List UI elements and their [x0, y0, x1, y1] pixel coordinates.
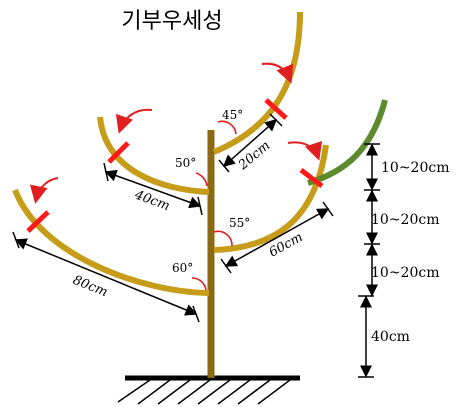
- new-shoot-green: [307, 99, 388, 186]
- scale-seg4: 40cm: [371, 329, 410, 345]
- scale-seg3: 10~20cm: [371, 265, 439, 281]
- scale-seg1: 10~20cm: [381, 160, 449, 176]
- angle-upper-left: 50°: [175, 156, 196, 170]
- branch-lower-left: [12, 188, 210, 296]
- scale-seg2: 10~20cm: [371, 212, 439, 228]
- pruning-cut-mark-icon: [26, 98, 324, 233]
- angle-lower-left: 60°: [172, 261, 193, 275]
- branch-top: [212, 11, 303, 155]
- length-lower-left: 80cm: [71, 273, 110, 300]
- angle-top: 45°: [222, 108, 243, 122]
- length-arrows: [12, 113, 334, 323]
- angle-right: 55°: [229, 216, 250, 230]
- ground-hatch-icon: [117, 375, 300, 405]
- length-top: 20cm: [235, 138, 273, 173]
- vertical-scale: [358, 143, 380, 378]
- bend-down-arrow-icon: [29, 62, 323, 204]
- length-upper-left: 40cm: [132, 187, 172, 214]
- diagram-title: 기부우세성: [121, 9, 222, 34]
